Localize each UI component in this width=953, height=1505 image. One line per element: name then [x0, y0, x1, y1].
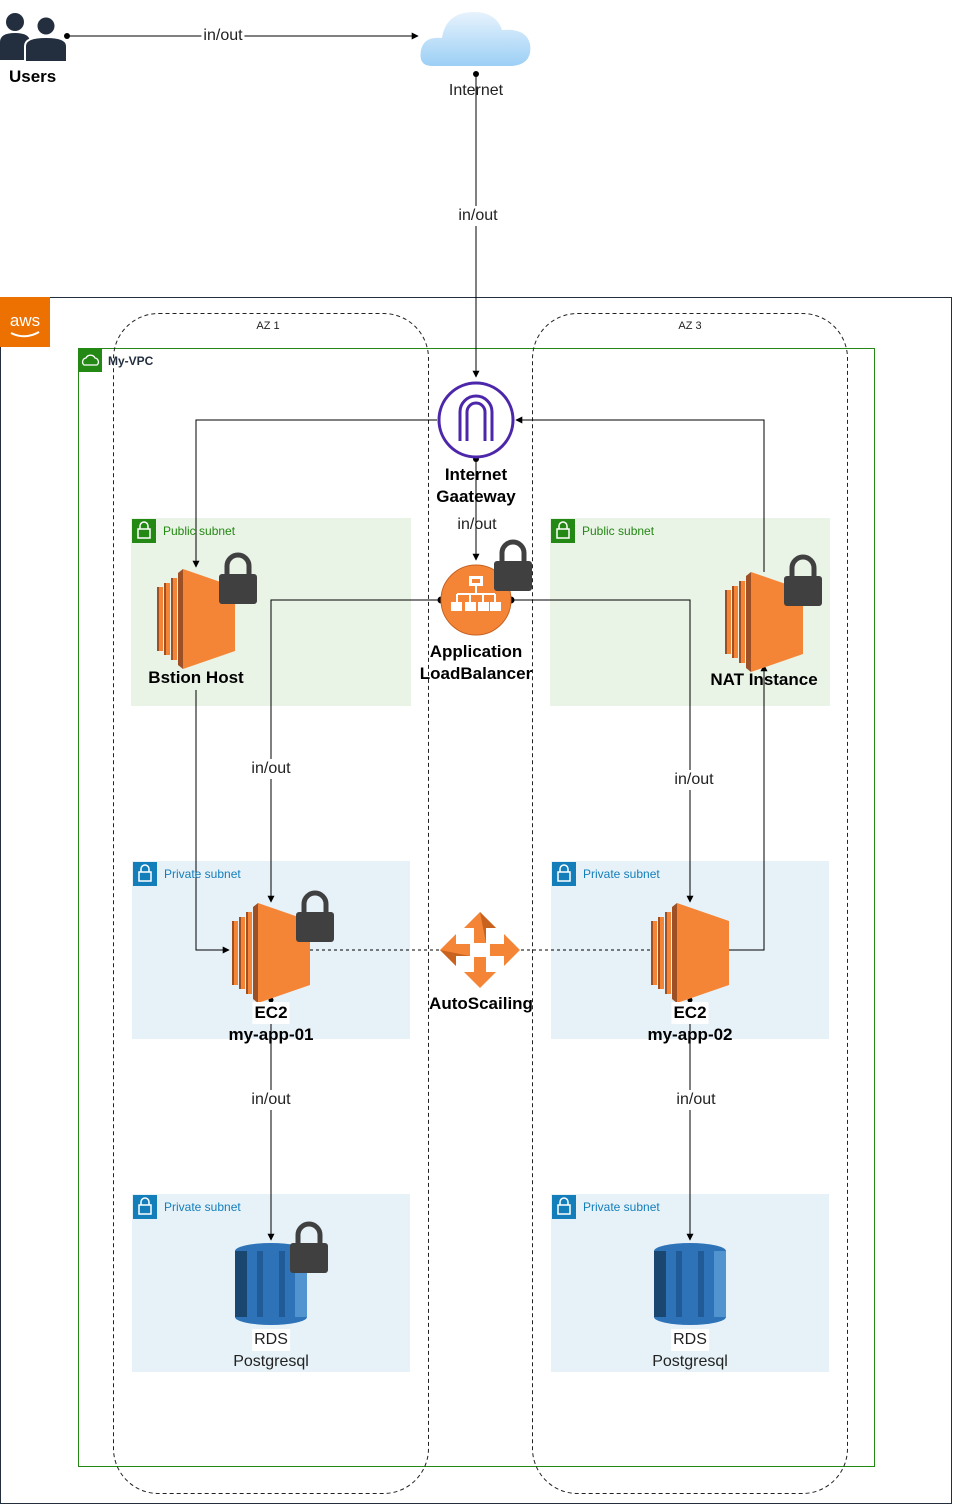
rds1-label-line2: Postgresql	[233, 1353, 309, 1370]
edge-bastion-app01	[195, 690, 230, 954]
users-label: Users	[9, 67, 57, 86]
load-balancer-icon	[440, 564, 512, 636]
rds1-label-line1: RDS	[252, 1329, 290, 1351]
nat-label: NAT Instance	[710, 670, 818, 689]
aws-logo-icon: aws	[0, 297, 50, 347]
edge-nat-igw	[515, 416, 765, 572]
lock-icon	[494, 542, 532, 591]
alb-label-line1: Application	[429, 642, 523, 661]
edge-label-igw-alb: in/out	[457, 516, 497, 533]
public-subnet-label: Public subnet	[582, 524, 655, 538]
az1-label: AZ 1	[256, 320, 280, 332]
az1-boundary	[113, 313, 429, 1494]
igw-label-line2: Gaateway	[436, 487, 516, 506]
edge-label-app01-rds: in/out	[249, 1090, 293, 1110]
private-subnet-icon	[132, 1194, 158, 1220]
app01-label-line2: my-app-01	[228, 1025, 314, 1044]
rds2-label-line2: Postgresql	[652, 1353, 728, 1370]
app02-label-line1: EC2	[671, 1002, 709, 1024]
private-subnet-icon	[551, 861, 577, 887]
az3-boundary	[532, 313, 848, 1494]
vpc-icon	[78, 348, 102, 372]
app02-ec2-icon	[651, 903, 729, 1003]
edge-label-internet-igw: in/out	[456, 206, 500, 226]
private-subnet-label: Private subnet	[164, 1200, 241, 1214]
rds2-label-line1: RDS	[671, 1329, 709, 1351]
alb-label-line2: LoadBalancer	[419, 664, 533, 683]
edge-alb-app02	[511, 599, 694, 903]
private-subnet-label: Private subnet	[164, 867, 241, 881]
internet-gateway-icon	[437, 381, 515, 459]
public-subnet-icon	[131, 518, 157, 544]
users-icon	[0, 13, 68, 63]
autoscaling-label: AutoScailing	[429, 994, 533, 1013]
public-subnet-label: Public subnet	[163, 524, 236, 538]
bastion-label: Bstion Host	[148, 668, 244, 687]
edge-alb-app01	[267, 599, 441, 903]
edge-label-users-internet: in/out	[201, 26, 245, 46]
internet-label: Internet	[448, 82, 504, 99]
edge-label-app02-rds: in/out	[674, 1090, 718, 1110]
public-subnet-icon	[550, 518, 576, 544]
private-subnet-icon	[551, 1194, 577, 1220]
edge-app02-nat	[729, 664, 768, 951]
rds-icon	[654, 1243, 726, 1325]
edge-label-alb-app01: in/out	[249, 759, 293, 779]
app02-label-line2: my-app-02	[647, 1025, 733, 1044]
igw-label-line1: Internet	[444, 465, 508, 484]
app01-label-line1: EC2	[252, 1002, 290, 1024]
edge-igw-bastion	[192, 419, 437, 568]
svg-text:aws: aws	[10, 311, 40, 330]
private-subnet-label: Private subnet	[583, 867, 660, 881]
private-subnet-label: Private subnet	[583, 1200, 660, 1214]
vpc-label: My-VPC	[108, 354, 154, 368]
cloud-icon	[420, 12, 531, 66]
private-subnet-icon	[132, 861, 158, 887]
edge-label-alb-app02: in/out	[672, 770, 716, 790]
autoscaling-icon	[440, 912, 520, 988]
az3-label: AZ 3	[678, 320, 702, 332]
